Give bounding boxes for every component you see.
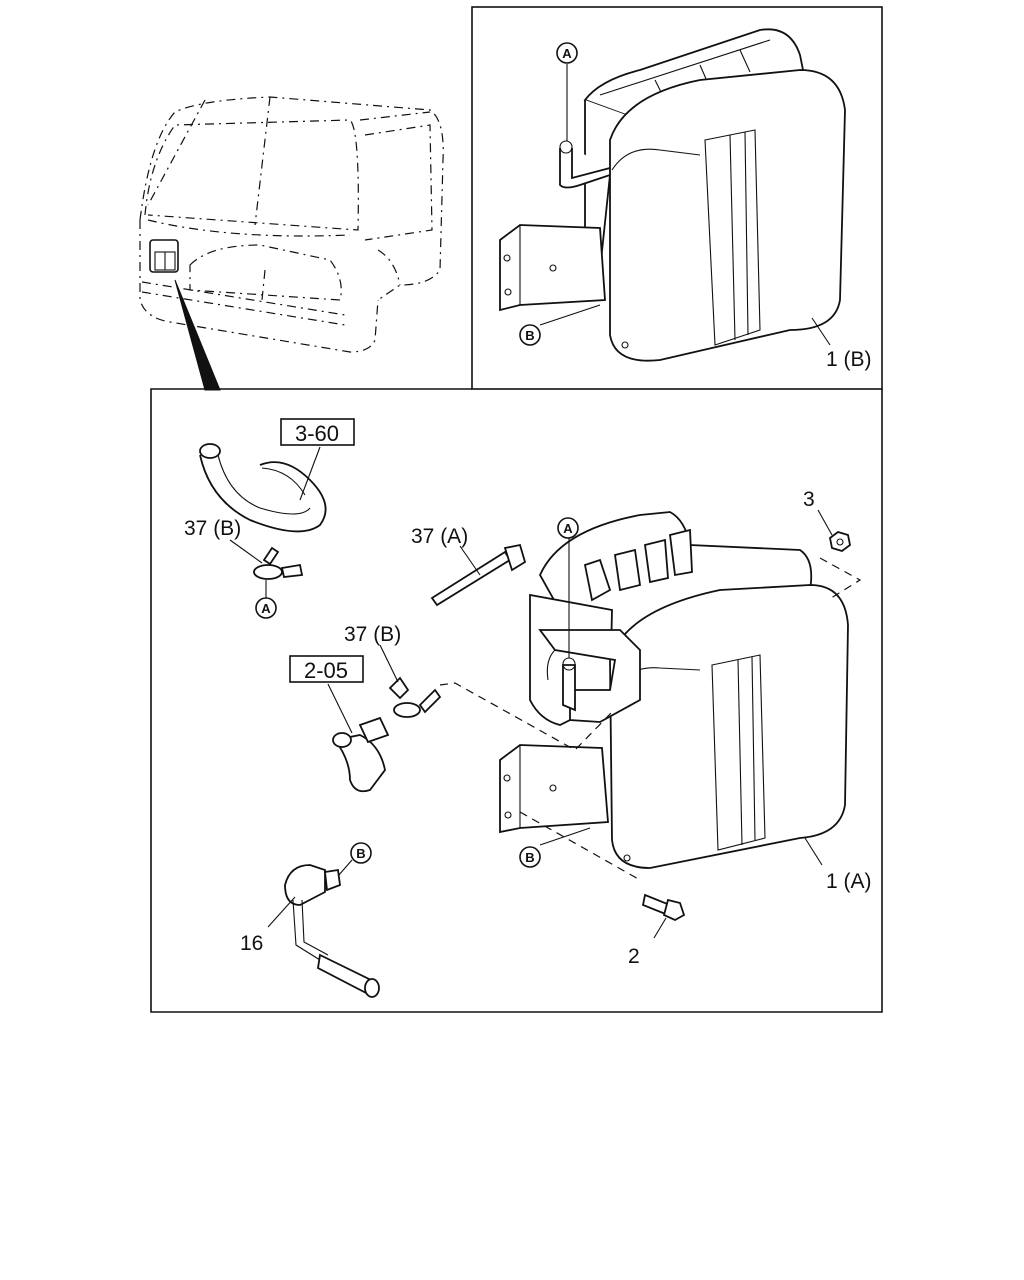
inset-panel-frame bbox=[471, 6, 883, 390]
svg-text:B: B bbox=[525, 328, 534, 343]
svg-text:A: A bbox=[562, 46, 572, 61]
ref-box-hose-lower: 2-05 bbox=[289, 655, 364, 683]
svg-text:3-60: 3-60 bbox=[295, 421, 339, 446]
truck-cab-overview bbox=[139, 96, 444, 391]
canister-a-assembly bbox=[439, 511, 862, 881]
label-canister-b: 1 (B) bbox=[826, 348, 872, 371]
marker-b-sensor: B bbox=[350, 842, 372, 864]
hose-clip-37b-upper bbox=[253, 546, 304, 580]
main-panel-frame bbox=[150, 388, 883, 1013]
nut-3 bbox=[829, 531, 851, 552]
svg-text:A: A bbox=[563, 521, 573, 536]
leader-lines bbox=[229, 446, 833, 939]
svg-text:B: B bbox=[525, 850, 534, 865]
label-clip-b-middle: 37 (B) bbox=[344, 623, 401, 646]
label-nut: 3 bbox=[803, 488, 815, 511]
bolt-2 bbox=[641, 893, 686, 922]
vent-hose-lower bbox=[332, 716, 390, 793]
vent-hose-upper bbox=[199, 443, 327, 533]
label-cable-tie: 37 (A) bbox=[411, 525, 468, 548]
svg-text:A: A bbox=[261, 601, 271, 616]
panel-frames bbox=[150, 6, 883, 1013]
marker-a-clip: A bbox=[255, 597, 277, 619]
label-sensor: 16 bbox=[240, 932, 263, 955]
label-clip-b-top: 37 (B) bbox=[184, 517, 241, 540]
ref-box-hose-upper: 3-60 bbox=[280, 418, 355, 446]
cable-tie-37a bbox=[430, 543, 527, 607]
pressure-sensor-16 bbox=[284, 864, 380, 998]
marker-a-canister: A bbox=[557, 517, 579, 539]
marker-a-inset: A bbox=[556, 42, 578, 64]
marker-b-canister: B bbox=[519, 846, 541, 868]
hose-clip-37b-middle bbox=[388, 676, 442, 718]
svg-text:B: B bbox=[356, 846, 365, 861]
location-pointer bbox=[174, 279, 221, 391]
label-bolt: 2 bbox=[628, 945, 640, 968]
label-canister-a: 1 (A) bbox=[826, 870, 872, 893]
marker-b-inset: B bbox=[519, 324, 541, 346]
canister-b-assembly bbox=[499, 28, 846, 362]
canister-location-marker bbox=[149, 239, 179, 273]
svg-text:2-05: 2-05 bbox=[304, 658, 348, 683]
